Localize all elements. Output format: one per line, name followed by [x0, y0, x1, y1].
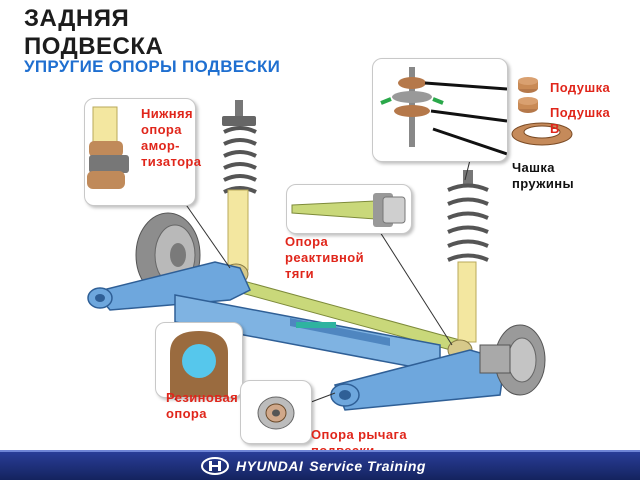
right-control-arm: [330, 349, 506, 411]
label-trailing-link-mount: Опора реактивной тяги: [285, 234, 365, 281]
brand-name: HYUNDAI: [236, 458, 304, 474]
label-cushion-b: Подушка B: [550, 105, 611, 136]
right-shock-absorber: [447, 170, 489, 361]
label-lower-shock-mount: Нижняя опора амор-тизатора: [141, 106, 202, 169]
inset-top-mount: [372, 58, 508, 162]
cushion-a-icon: [518, 77, 538, 93]
shock-mount-detail: [87, 106, 129, 189]
label-cushion-a: Подушка: [550, 80, 611, 95]
cushion-parts: [511, 77, 573, 146]
footer-bar: [0, 450, 640, 480]
inset-control-arm-mount: [240, 380, 312, 444]
rubber-mount-detail: [170, 331, 228, 397]
page-subtitle: УПРУГИЕ ОПОРЫ ПОДВЕСКИ: [24, 57, 281, 76]
spring-cup-icon: [511, 122, 573, 146]
left-shock-absorber: [222, 100, 257, 285]
right-brake-hub: [479, 324, 546, 396]
inset-trailing-link-mount: [286, 184, 412, 234]
label-spring-cup: Чашка пружины: [512, 160, 574, 191]
brand-block: HYUNDAI Service Training: [200, 455, 426, 477]
left-control-arm: [87, 261, 251, 311]
inset-rubber-mount: [155, 322, 243, 398]
top-mount-detail: [380, 67, 507, 156]
cushion-b-icon: [518, 97, 538, 113]
rear-suspension-diagram: [87, 100, 546, 411]
footer-divider: [0, 450, 640, 452]
page-title: ЗАДНЯЯ ПОДВЕСКА: [24, 5, 164, 60]
inset-lower-shock-mount: [84, 98, 196, 206]
label-rubber-mount: Резиновая опора: [166, 390, 239, 421]
link-mount-detail: [291, 193, 406, 227]
arm-mount-detail: [257, 396, 295, 430]
hyundai-logo-icon: [201, 457, 229, 475]
brand-tagline: Service Training: [309, 458, 426, 474]
